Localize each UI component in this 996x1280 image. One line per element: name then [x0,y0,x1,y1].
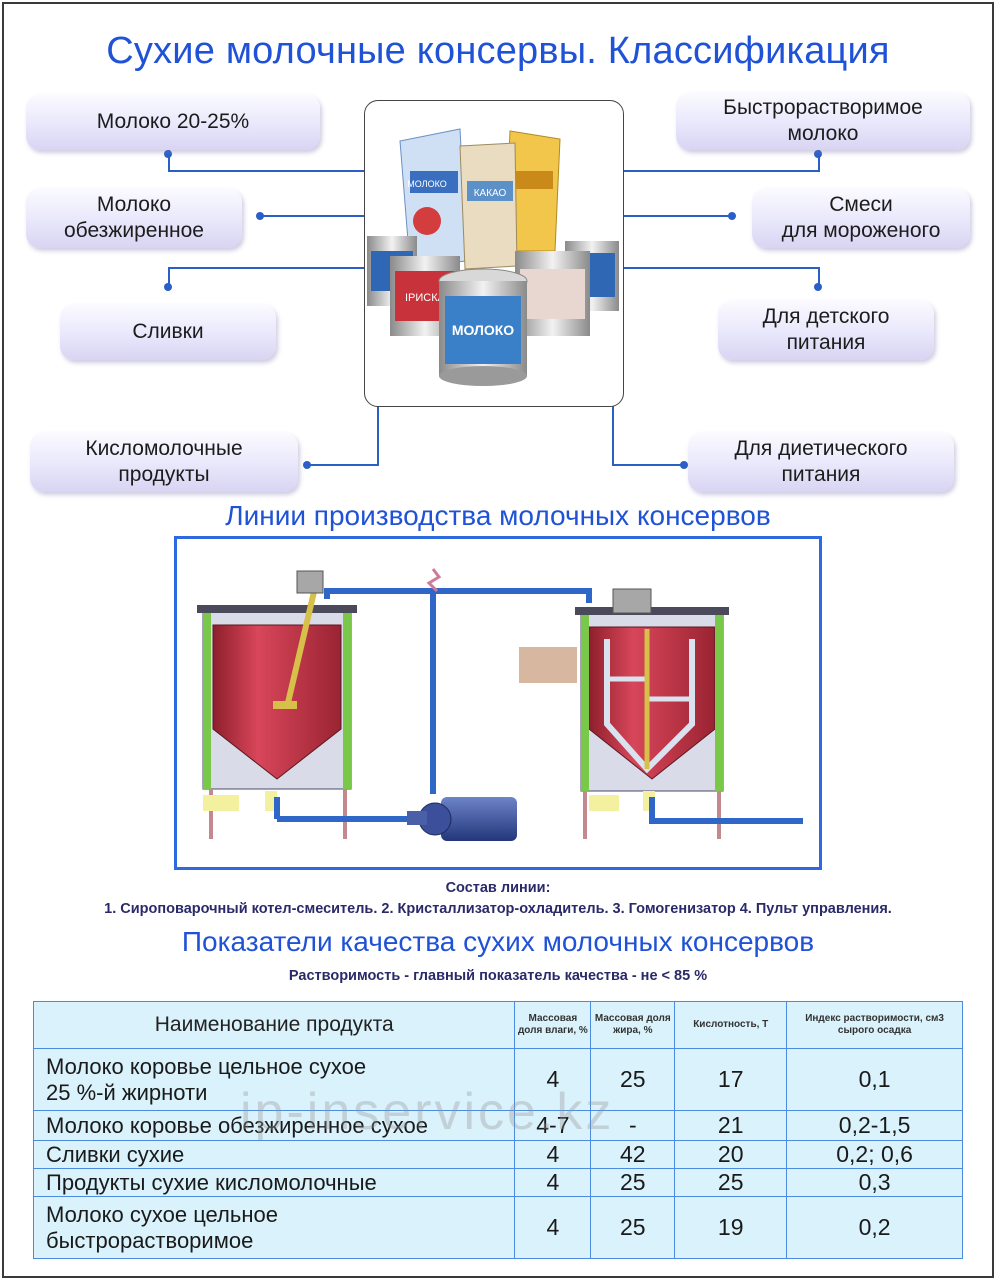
acidity-cell: 19 [674,1196,788,1259]
can-label: ІРИСКА [405,292,446,304]
table-row: Продукты сухие кисломолочные 4 25 25 0,3 [32,1168,963,1197]
connector-line [307,464,379,466]
page-title: Сухие молочные консервы. Классификация [106,30,890,72]
quality-title: Показатели качества сухих молочных консе… [181,926,815,957]
connector-line [168,267,170,287]
acidity-cell: 25 [674,1168,788,1197]
product-name-cell: Сливки сухие [32,1140,516,1169]
category-fermented: Кисломолочные продукты [30,432,298,492]
header-product-name: Наименование продукта [32,1001,516,1049]
header-moisture: Массовая доля влаги, % [514,1001,592,1049]
line-composition-title: Состав линии: [445,880,551,896]
can-label: МОЛОКО [452,322,514,338]
product-name-cell: Продукты сухие кисломолочные [32,1168,516,1197]
table-row: Сливки сухие 4 42 20 0,2; 0,6 [32,1140,963,1169]
homogenizer [407,797,517,841]
connector-line [622,267,820,269]
connector-line [818,150,820,172]
connector-dot [164,283,172,291]
connector-dot [728,212,736,220]
line-composition-text: 1. Сироповарочный котел-смеситель. 2. Кр… [104,901,892,917]
table-row: Молоко сухое цельное быстрорастворимое 4… [32,1196,963,1259]
connector-line [377,405,379,465]
pouch-label: МОЛОКО [407,179,446,189]
fat-cell: 25 [590,1048,676,1111]
category-milk-20-25: Молоко 20-25% [26,94,320,150]
category-instant-milk: Быстрорастворимое молоко [676,92,970,150]
syrup-boiler-mixer [197,570,357,839]
connector-line [622,215,732,217]
fat-cell: 42 [590,1140,676,1169]
connector-line [260,215,364,217]
acidity-cell: 21 [674,1110,788,1141]
table-row: Молоко коровье обезжиренное сухое 4-7 - … [32,1110,963,1141]
production-line-diagram [174,536,822,870]
category-skim-milk: Молоко обезжиренное [26,188,242,248]
connector-dot [814,283,822,291]
connector-dot [303,461,311,469]
connector-line [612,464,684,466]
moisture-cell: 4 [514,1048,592,1111]
acidity-cell: 17 [674,1048,788,1111]
connector-line [168,150,170,170]
category-cream: Сливки [60,304,276,360]
moisture-cell: 4 [514,1196,592,1259]
category-ice-cream-mix: Смеси для мороженого [752,188,970,248]
quality-subtitle: Растворимость - главный показатель качес… [288,968,708,984]
solubility-cell: 0,3 [786,1168,963,1197]
solubility-cell: 0,2-1,5 [786,1110,963,1141]
connector-line [818,267,820,287]
product-name-cell: Молоко коровье обезжиренное сухое [32,1110,516,1141]
quality-table: Наименование продукта Массовая доля влаг… [32,1001,963,1259]
production-line-svg [197,568,803,841]
fat-cell: - [590,1110,676,1141]
connector-line [622,170,818,172]
moisture-cell: 4 [514,1168,592,1197]
connector-dot [814,150,822,158]
acidity-cell: 20 [674,1140,788,1169]
production-title: Линии производства молочных консервов [225,500,771,531]
table-header-row: Наименование продукта Массовая доля влаг… [32,1001,963,1049]
connector-line [168,170,364,172]
connector-dot [680,461,688,469]
products-illustration: КАКАО МОЛОКО ІРИСКА МОЛОКО [367,128,619,386]
product-name-cell: Молоко коровье цельное сухое 25 %-й жирн… [32,1048,516,1111]
connector-line [168,267,364,269]
header-solubility-index: Индекс растворимости, см3 сырого осадка [786,1001,963,1049]
category-dietary: Для диетического питания [688,432,954,492]
pipes [274,588,803,824]
header-fat: Массовая доля жира, % [590,1001,676,1049]
pouch-label: КАКАО [474,188,507,199]
solubility-cell: 0,2 [786,1196,963,1259]
products-image: КАКАО МОЛОКО ІРИСКА МОЛОКО [364,100,624,407]
control-panel [519,647,577,683]
table-row: Молоко коровье цельное сухое 25 %-й жирн… [32,1048,963,1111]
product-name-cell: Молоко сухое цельное быстрорастворимое [32,1196,516,1259]
fat-cell: 25 [590,1196,676,1259]
category-baby-food: Для детского питания [718,300,934,360]
moisture-cell: 4 [514,1140,592,1169]
connector-dot [256,212,264,220]
header-acidity: Кислотность, Т [674,1001,788,1049]
connector-dot [164,150,172,158]
moisture-cell: 4-7 [514,1110,592,1141]
solubility-cell: 0,1 [786,1048,963,1111]
connector-line [612,405,614,465]
solubility-cell: 0,2; 0,6 [786,1140,963,1169]
fat-cell: 25 [590,1168,676,1197]
crystallizer-cooler [575,588,729,839]
